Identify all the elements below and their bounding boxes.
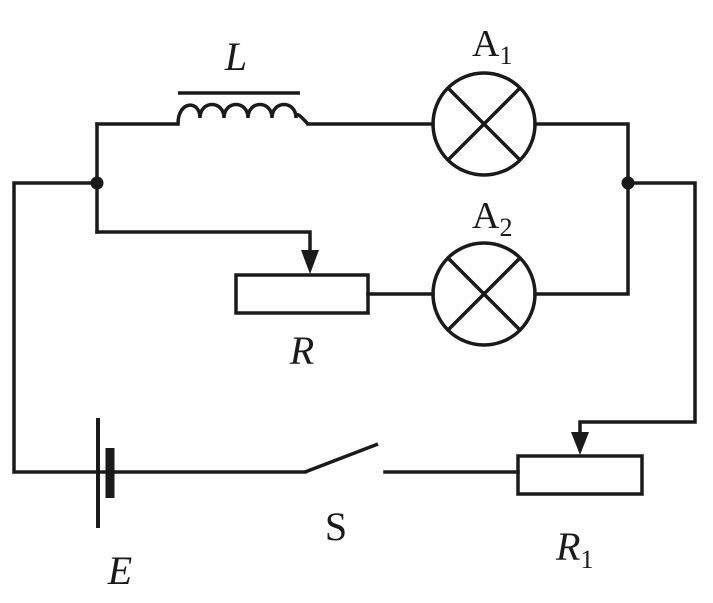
lamp-a2: A2 [431,195,537,347]
lamp-a2-label: A2 [472,195,512,242]
junction-left [90,176,104,190]
rheostat-r-slider-arrow [301,250,319,274]
switch-blade [304,442,379,474]
lamp-a1-cross-2 [446,86,522,162]
wires [12,122,697,474]
rheostat-r1-slider-arrow [571,432,589,455]
lamp-a2-cross-2 [446,256,522,332]
rheostat-r1-label: R1 [555,524,593,574]
rheostat-r-label: R [289,328,314,373]
rheostat-r1: R1 [516,432,644,574]
rheostat-r1-body [516,454,644,496]
wire-to-R-slider [95,230,312,252]
rheostat-r: R [234,250,370,373]
inductor-label: L [224,34,247,79]
switch-label: S [325,504,347,549]
rheostat-r-body [234,273,370,315]
inductor-coil [176,102,310,126]
inductor: L [176,34,310,126]
lamp-a1-label: A1 [472,23,512,70]
lamp-a1: A1 [431,23,537,177]
wire-right-outer [578,181,697,442]
junction-right [621,176,635,190]
wire-top-right [533,122,630,185]
battery-e: E [96,418,132,593]
wire-A2-to-right-junction [533,181,630,296]
switch-s: S [304,442,379,549]
lamp-a2-bulb [431,241,537,347]
lamp-a1-bulb [431,71,537,177]
wire-left-outer [12,181,106,474]
battery-label: E [107,548,132,593]
